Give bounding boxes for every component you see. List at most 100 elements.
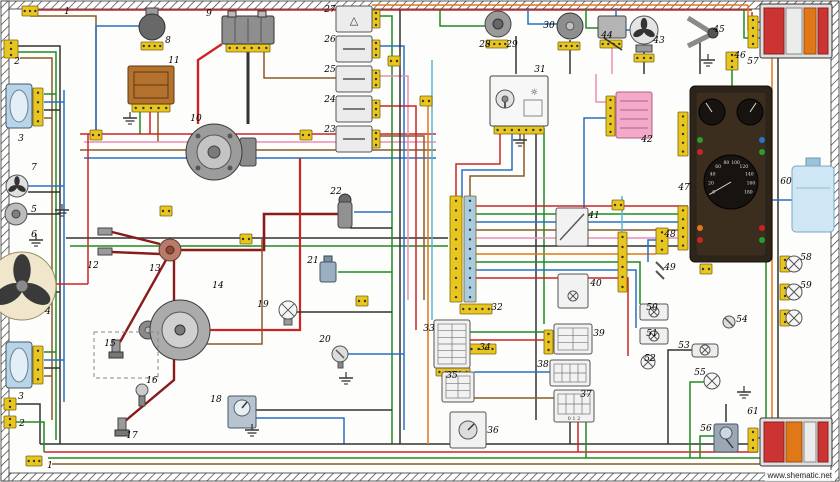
- connector-pin: [496, 128, 499, 132]
- connector-pin: [681, 235, 685, 238]
- connector-pin: [751, 26, 755, 30]
- connector-pin: [374, 101, 378, 105]
- connector-pin: [357, 299, 361, 303]
- connector-block: [299, 129, 313, 141]
- wire-red: [455, 126, 501, 198]
- connector-pin: [307, 133, 311, 137]
- connector-pin: [8, 405, 12, 409]
- connector-pin: [389, 59, 393, 63]
- component-number-23: 23: [323, 125, 336, 135]
- connector-pin: [91, 133, 95, 137]
- wire-brn: [263, 44, 336, 79]
- part: [492, 18, 504, 30]
- part: [759, 237, 765, 243]
- bulb: [706, 375, 718, 387]
- part: [650, 308, 658, 316]
- connector-pin: [454, 295, 458, 299]
- component-number-25: 25: [323, 65, 336, 75]
- component-number-38: 38: [537, 360, 549, 370]
- component-number-24: 24: [323, 95, 336, 105]
- component-number-13: 13: [149, 264, 161, 274]
- component-number-32: 32: [491, 303, 503, 313]
- connector-block: [32, 345, 44, 385]
- connector-pin: [247, 237, 251, 241]
- part: [686, 15, 714, 36]
- wire-red: [210, 158, 302, 332]
- part: [174, 324, 186, 336]
- connector-pin: [468, 257, 472, 260]
- watermark-text: www.shematic.net: [764, 470, 835, 481]
- component-number-55: 55: [694, 368, 706, 378]
- connector-pin: [454, 257, 458, 260]
- wire-grn: [699, 435, 714, 458]
- speedometer-scale-number: 100: [731, 160, 740, 166]
- part: [725, 438, 734, 449]
- speedometer-scale-number: 140: [745, 172, 754, 178]
- component-number-43: 43: [652, 36, 665, 46]
- connector-pin: [438, 370, 441, 374]
- connector-pin: [374, 77, 378, 81]
- connector-block: [140, 41, 164, 51]
- connector-pin: [9, 53, 13, 57]
- connector-pin: [681, 115, 685, 118]
- connector-block: [225, 43, 271, 53]
- connector-pin: [159, 44, 162, 48]
- connector-block: [89, 129, 103, 141]
- connector-pin: [783, 312, 787, 316]
- connector-pin: [468, 238, 472, 241]
- wire-red: [472, 277, 629, 356]
- connector-pin: [474, 307, 478, 311]
- connector-pin: [28, 9, 32, 13]
- connector-pin: [468, 228, 472, 231]
- speedometer-scale-number: 20: [708, 181, 714, 187]
- wire-grn: [472, 261, 641, 304]
- component-number-19: 19: [257, 300, 269, 310]
- wire-brn: [372, 135, 425, 300]
- connector-block: [419, 95, 433, 107]
- wire-grn: [14, 51, 57, 440]
- connector-pin: [265, 46, 268, 50]
- connector-pin: [487, 307, 490, 311]
- component-number-30: 30: [543, 21, 555, 31]
- connector-block: [617, 231, 628, 293]
- wire-blk: [14, 45, 61, 444]
- component-number-3: 3: [18, 392, 24, 402]
- washer-reservoir: [791, 165, 835, 233]
- component-number-46: 46: [733, 51, 746, 61]
- connector-pin: [642, 56, 646, 60]
- part: [817, 7, 829, 55]
- part: [553, 363, 587, 383]
- component-number-4: 4: [44, 307, 51, 317]
- wire-blu: [472, 269, 637, 328]
- connector-pin: [621, 255, 624, 259]
- component-number-12: 12: [87, 261, 99, 271]
- wire-dred: [181, 212, 348, 252]
- connector-pin: [649, 56, 652, 60]
- component-number-44: 44: [600, 31, 613, 41]
- connector-pin: [454, 247, 458, 251]
- wire-grn: [689, 381, 704, 458]
- component-number-36: 36: [487, 426, 499, 436]
- side-lamp: [788, 286, 800, 298]
- connector-pin: [621, 245, 624, 249]
- column-switch: [707, 27, 719, 39]
- connector-pin: [470, 347, 473, 351]
- part: [227, 133, 233, 139]
- connector-pin: [607, 42, 610, 46]
- connector-pin: [681, 124, 685, 127]
- wire-blk: [16, 403, 41, 444]
- connector-pin: [374, 23, 378, 27]
- component-number-51: 51: [646, 329, 657, 339]
- connector-pin: [36, 110, 40, 113]
- connector-pin: [167, 209, 171, 213]
- connector-block: [747, 15, 759, 49]
- connector-pin: [477, 347, 480, 351]
- part: [655, 270, 665, 280]
- wiper-motor: [597, 15, 627, 39]
- component-number-28: 28: [478, 40, 491, 50]
- part: ☼: [530, 88, 538, 98]
- connector-pin: [374, 137, 378, 141]
- component-number-9: 9: [206, 9, 212, 19]
- fan-blade: [8, 185, 18, 192]
- ignition-switch: [489, 75, 549, 127]
